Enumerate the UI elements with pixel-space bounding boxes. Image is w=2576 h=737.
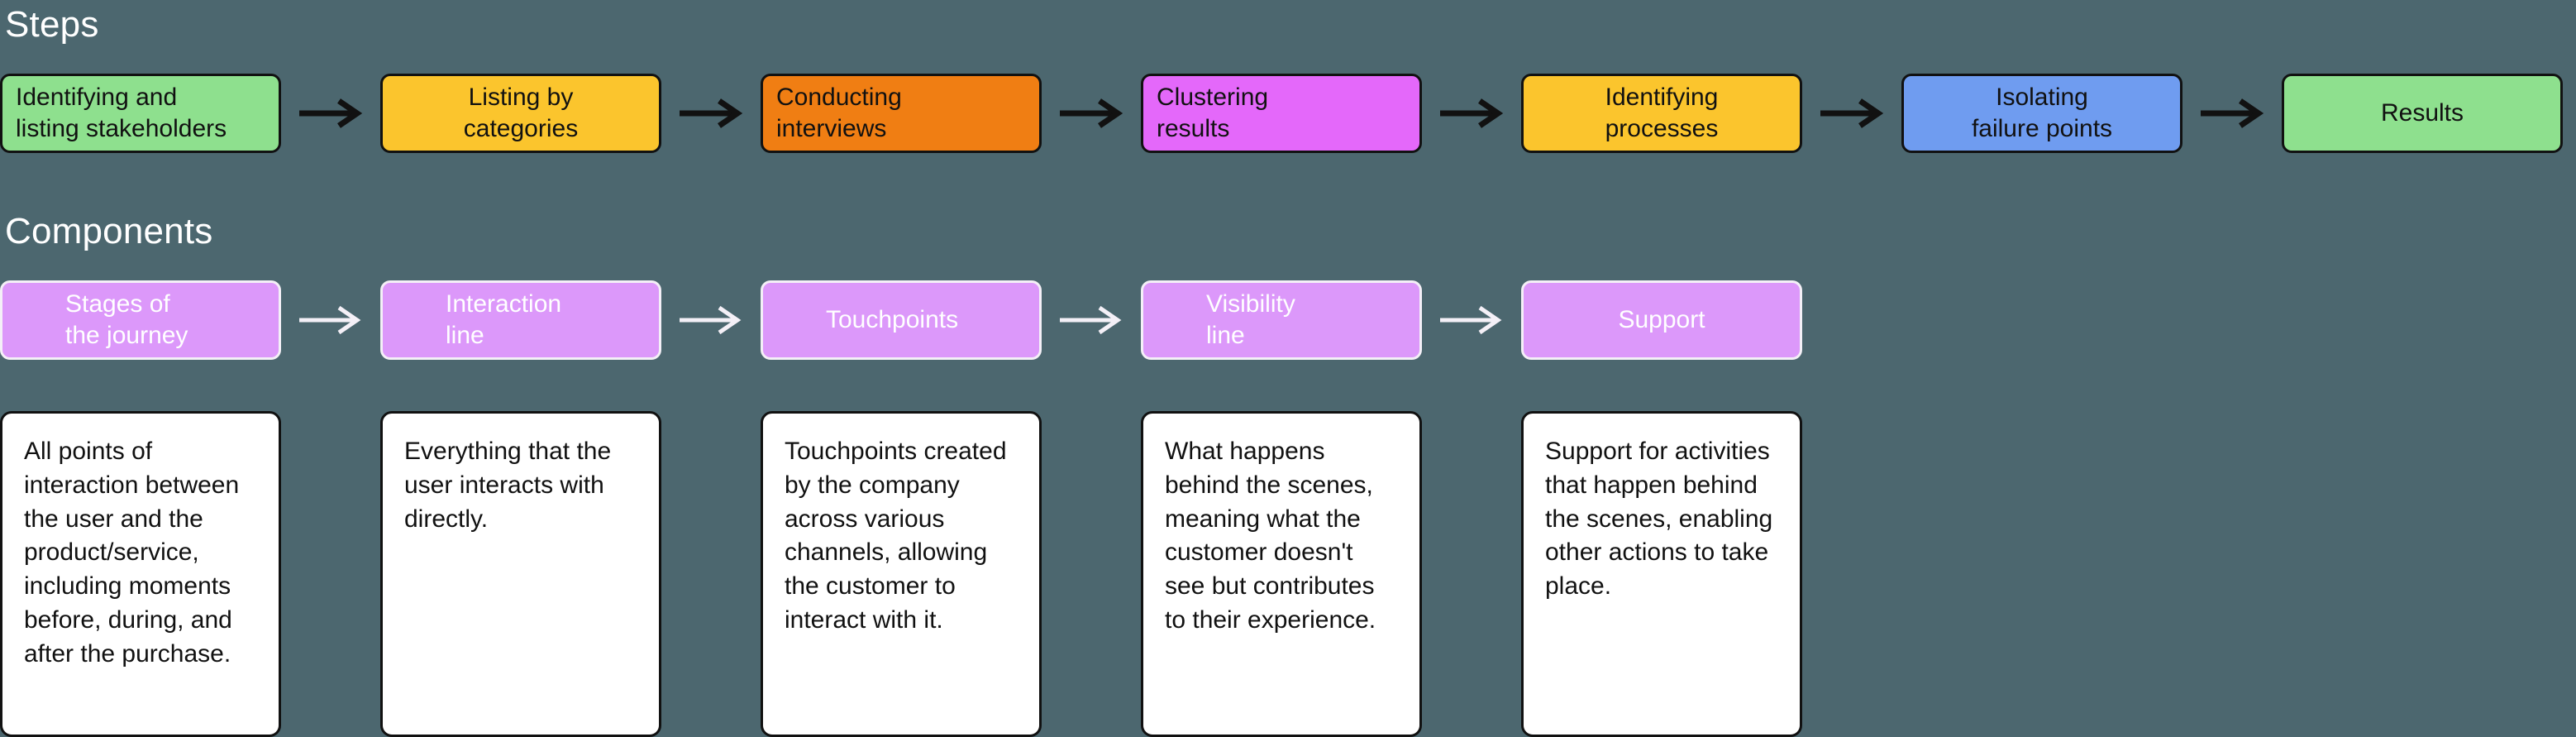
description-text: Support for activities that happen behin… <box>1545 438 1773 601</box>
arrow-right-icon <box>281 304 380 337</box>
description-card-stages-of-the-journey: All points of interaction between the us… <box>0 411 281 737</box>
arrow-right-icon <box>281 97 380 130</box>
arrow-right-icon <box>1422 304 1521 337</box>
description-card-visibility-line: What happens behind the scenes, meaning … <box>1141 411 1422 737</box>
description-text: All points of interaction between the us… <box>24 438 240 668</box>
description-text: Touchpoints created by the company acros… <box>785 438 1007 634</box>
arrow-right-icon <box>1422 97 1521 130</box>
description-card-touchpoints: Touchpoints created by the company acros… <box>761 411 1042 737</box>
component-label: Support <box>1618 305 1705 333</box>
description-text: Everything that the user interacts with … <box>404 438 612 533</box>
arrow-right-icon <box>661 97 761 130</box>
steps-section-title: Steps <box>5 4 99 45</box>
description-card-interaction-line: Everything that the user interacts with … <box>380 411 661 737</box>
component-box-support[interactable]: Support <box>1521 280 1802 360</box>
step-box-results[interactable]: Results <box>2282 74 2563 153</box>
components-section-title: Components <box>5 211 213 251</box>
arrow-right-icon <box>1042 304 1141 337</box>
descriptions-row: All points of interaction between the us… <box>0 411 1802 737</box>
description-card-support: Support for activities that happen behin… <box>1521 411 1802 737</box>
description-text: What happens behind the scenes, meaning … <box>1165 438 1376 634</box>
arrow-right-icon <box>661 304 761 337</box>
step-label: Results <box>2380 98 2464 127</box>
arrow-right-icon <box>2182 97 2282 130</box>
component-box-touchpoints[interactable]: Touchpoints <box>761 280 1042 360</box>
component-label: Touchpoints <box>826 305 959 333</box>
arrow-right-icon <box>1802 97 1901 130</box>
arrow-right-icon <box>1042 97 1141 130</box>
